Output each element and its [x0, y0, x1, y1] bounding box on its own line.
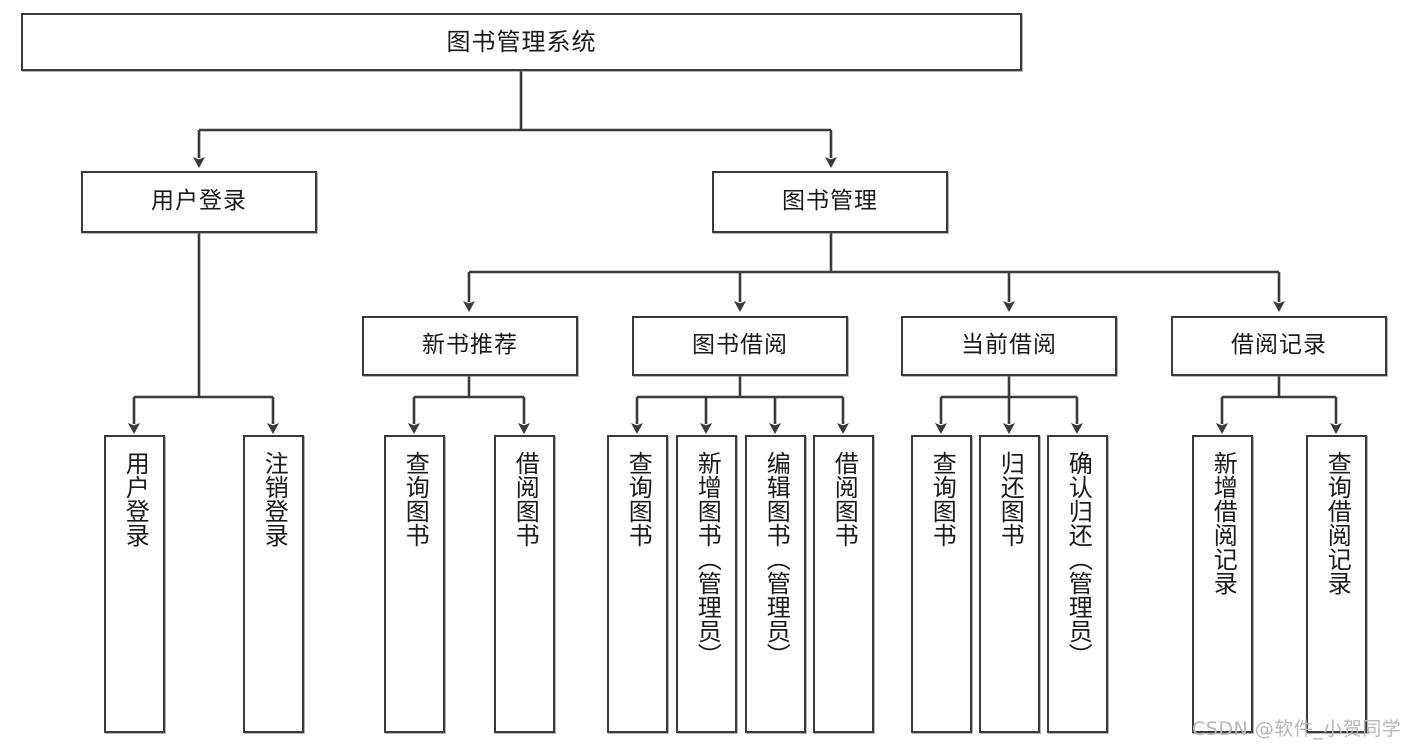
node-label: 查询借阅记录: [1323, 451, 1352, 595]
node-label: 用户登录: [151, 188, 247, 215]
node-borrow-record[interactable]: 借阅记录: [1171, 316, 1387, 376]
leaf-new-book-borrow[interactable]: 借阅图书: [494, 435, 555, 733]
node-label: 归还图书: [996, 451, 1025, 547]
leaf-current-borrow-return[interactable]: 归还图书: [979, 435, 1040, 733]
node-label: 借阅图书: [511, 451, 540, 547]
leaf-book-borrow-edit[interactable]: 编辑图书（管理员）: [745, 435, 806, 733]
leaf-new-book-query[interactable]: 查询图书: [384, 435, 445, 733]
leaf-book-borrow-add[interactable]: 新增图书（管理员）: [676, 435, 737, 733]
node-label: 图书管理: [782, 188, 878, 215]
leaf-current-borrow-query[interactable]: 查询图书: [911, 435, 972, 733]
node-label: 查询图书: [624, 451, 653, 547]
node-label: 当前借阅: [961, 332, 1057, 359]
watermark-text: CSDN @软件_小贺同学: [1192, 718, 1402, 740]
leaf-borrow-record-add[interactable]: 新增借阅记录: [1192, 435, 1253, 733]
node-label: 新增图书（管理员）: [693, 451, 722, 667]
node-label: 查询图书: [401, 451, 430, 547]
node-root-book-management-system[interactable]: 图书管理系统: [21, 13, 1022, 71]
csdn-watermark: CSDN @软件_小贺同学: [1192, 714, 1401, 741]
node-user-login[interactable]: 用户登录: [81, 171, 317, 233]
node-label: 查询图书: [928, 451, 957, 547]
node-label: 图书管理系统: [446, 27, 597, 56]
node-book-management[interactable]: 图书管理: [712, 171, 948, 233]
leaf-current-borrow-confirm-return[interactable]: 确认归还（管理员）: [1047, 435, 1108, 733]
leaf-user-login-logout[interactable]: 注销登录: [243, 435, 304, 733]
node-label: 用户登录: [121, 451, 150, 547]
leaf-book-borrow-query[interactable]: 查询图书: [607, 435, 668, 733]
node-label: 编辑图书（管理员）: [762, 451, 791, 667]
node-new-book-recommend[interactable]: 新书推荐: [362, 316, 578, 376]
node-label: 确认归还（管理员）: [1064, 451, 1093, 667]
node-label: 新书推荐: [422, 332, 518, 359]
node-label: 借阅图书: [830, 451, 859, 547]
node-book-borrow[interactable]: 图书借阅: [632, 316, 848, 376]
node-label: 图书借阅: [692, 332, 788, 359]
leaf-user-login-login[interactable]: 用户登录: [104, 435, 165, 733]
node-label: 注销登录: [260, 451, 289, 547]
node-label: 借阅记录: [1231, 332, 1327, 359]
leaf-book-borrow-borrow[interactable]: 借阅图书: [813, 435, 874, 733]
leaf-borrow-record-query[interactable]: 查询借阅记录: [1306, 435, 1367, 733]
node-label: 新增借阅记录: [1209, 451, 1238, 595]
node-current-borrow[interactable]: 当前借阅: [901, 316, 1117, 376]
